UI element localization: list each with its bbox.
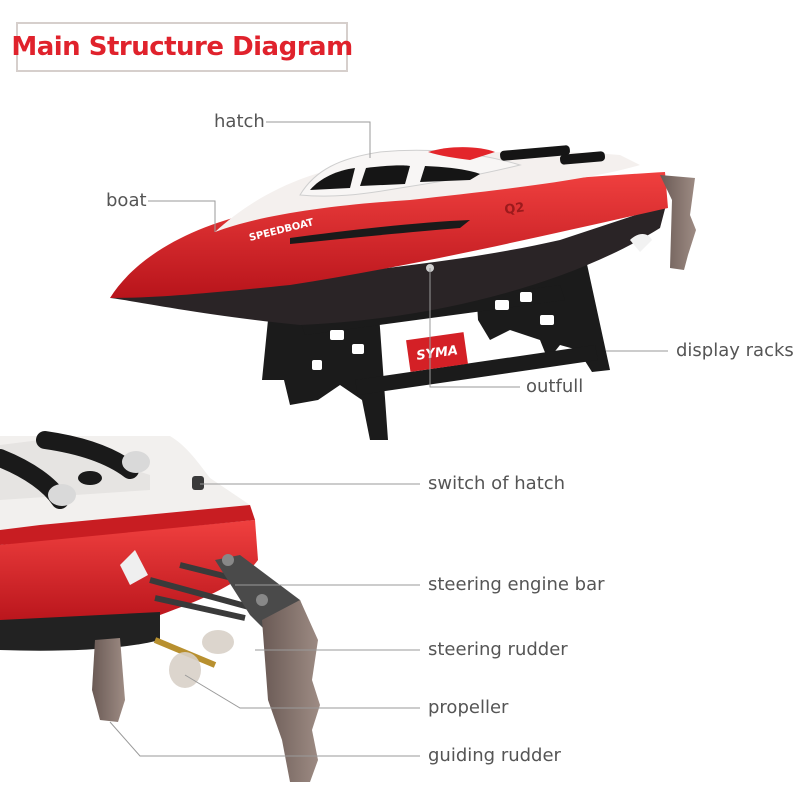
leader-guiding-rudder: [110, 722, 420, 756]
label-outfull: outfull: [526, 376, 583, 397]
leader-hatch: [266, 122, 370, 158]
label-propeller: propeller: [428, 697, 508, 718]
steering-rudder-shape: [262, 600, 320, 782]
hatch-switch: [192, 476, 204, 490]
label-display-racks: display racks: [676, 340, 794, 361]
label-boat: boat: [106, 190, 147, 211]
label-steering-rudder: steering rudder: [428, 639, 568, 660]
label-steering-engine-bar: steering engine bar: [428, 574, 605, 595]
top-boat: SYMA SPEEDBOAT Q2: [110, 145, 696, 440]
label-guiding-rudder: guiding rudder: [428, 745, 561, 766]
model-text: Q2: [503, 200, 525, 218]
leader-boat: [148, 201, 215, 232]
propeller-shape: [169, 652, 201, 688]
label-switch-of-hatch: switch of hatch: [428, 473, 565, 494]
stern-closeup: [0, 436, 320, 782]
label-hatch: hatch: [214, 111, 265, 132]
